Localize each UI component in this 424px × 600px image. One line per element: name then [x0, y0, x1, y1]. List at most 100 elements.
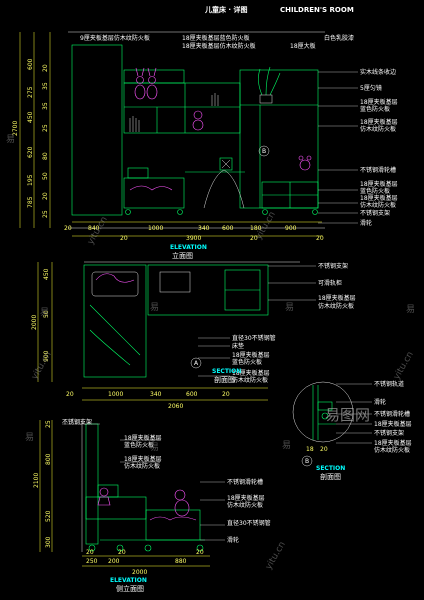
- elev1-bottom-dim: 840: [88, 225, 100, 232]
- watermark-char: 易: [40, 307, 49, 318]
- elev1-right-label: 仿木纹防火板: [360, 125, 396, 133]
- elev2-label: 仿木纹防火板: [227, 501, 263, 509]
- elev2-label: 18厘夹板基层: [124, 455, 162, 463]
- watermark-url: yitu.cn: [264, 540, 288, 571]
- elev2-caption: ELEVATION: [110, 577, 147, 584]
- watermark-char: 易: [406, 304, 415, 315]
- elev2-bottom-dim: 880: [175, 558, 187, 565]
- elev2-label: 滑轮: [227, 536, 239, 544]
- section-b-label: 18厘夹板基层: [374, 420, 412, 428]
- books-icon: [129, 93, 219, 132]
- section-b-detail: B 不锈钢轨道 滑轮 不锈钢滑轮槽 18厘夹板基层 不锈钢支架 18厘夹板基层 …: [292, 380, 412, 481]
- section-a-marker-label: A: [194, 360, 199, 367]
- elev1-left-dim: 20: [42, 192, 49, 200]
- elev1-right-label: 蓝色防火板: [360, 187, 390, 195]
- section-a-label: 不锈钢支架: [318, 262, 348, 270]
- elev1-left-dim: 25: [42, 124, 49, 132]
- elev1-left-dim: 20: [42, 64, 49, 72]
- elev1-right-label: 滑轮: [360, 219, 372, 227]
- watermark-url: yitu.cn: [30, 350, 54, 381]
- section-a-label: 蓝色防火板: [232, 358, 262, 366]
- elev1-right-label: 蓝色防火板: [360, 105, 390, 113]
- section-b-marker-label: B: [305, 458, 309, 465]
- section-a-label: 18厘夹板基层: [232, 369, 270, 377]
- elev2-left-dim: 800: [45, 453, 52, 465]
- section-b-dim: 20: [320, 446, 328, 453]
- elev1-right-label: 不锈钢滑轮槽: [360, 166, 396, 174]
- watermark-char: 易: [6, 134, 15, 145]
- section-a-caption-cn: 剖面图: [214, 375, 235, 384]
- section-b-caption: SECTION: [316, 465, 345, 472]
- section-b-label: 不锈钢轨道: [374, 380, 404, 388]
- elev2-label: 不锈钢滑轮槽: [227, 478, 263, 486]
- elev1-bottom-dim: 20: [64, 225, 72, 232]
- elev1-right-label: 18厘夹板基层: [360, 118, 398, 126]
- elev2-small-dim: 20: [86, 549, 94, 556]
- watermark-char: 易: [150, 442, 159, 453]
- elev2-bottom-dim: 200: [108, 558, 120, 565]
- elevation-front: B 9厘夹板基层仿木纹防火板 18厘夹板基层蓝色防火板 18厘夹板基层仿木纹防火…: [12, 31, 398, 260]
- elev2-left-dim: 300: [45, 536, 52, 548]
- sheet-title: 儿童床 · 详图: [204, 5, 248, 14]
- section-a-bottom-dim: 1000: [108, 391, 123, 398]
- elev1-bottom-dim: 20: [250, 235, 258, 242]
- elev2-small-dim: 20: [118, 549, 126, 556]
- section-a-left-dim: 450: [43, 268, 50, 280]
- section-a-bottom-dim: 600: [186, 391, 198, 398]
- watermark-char: 易: [25, 432, 34, 443]
- elev1-left-dim: 35: [42, 82, 49, 90]
- elev2-small-dim: 20: [196, 549, 204, 556]
- elev2-label: 蓝色防火板: [124, 441, 154, 449]
- elev1-right-label: 实木线条收边: [360, 68, 396, 76]
- elev1-right-label: 仿木纹防火板: [360, 201, 396, 209]
- elev2-label: 不锈钢支架: [62, 418, 92, 426]
- section-a-bottom-dim: 20: [66, 391, 74, 398]
- section-b-label: 18厘夹板基层: [374, 439, 412, 447]
- watermark-char: 易: [282, 440, 291, 451]
- elev1-caption: ELEVATION: [170, 244, 207, 251]
- section-b-dim: 18: [306, 446, 314, 453]
- sheet-title-en: CHILDREN'S ROOM: [280, 6, 354, 14]
- elev1-left-dim: 50: [42, 172, 49, 180]
- rabbit-toys-icon: [134, 67, 158, 100]
- elev2-label: 18厘夹板基层: [227, 494, 265, 502]
- elev1-top-label-5: 白色乳胶漆: [324, 34, 354, 42]
- elev1-left-dim: 195: [27, 174, 34, 186]
- elev2-label: 18厘夹板基层: [124, 434, 162, 442]
- elev1-bottom-dim: 180: [250, 225, 262, 232]
- elev1-left-dim: 785: [27, 196, 34, 208]
- section-b-label: 滑轮: [374, 398, 386, 406]
- section-a-label: 18厘夹板基层: [318, 294, 356, 302]
- elev2-caption-cn: 侧立面图: [116, 584, 144, 593]
- elev2-left-dim: 520: [45, 510, 52, 522]
- elev1-left-dim: 80: [42, 152, 49, 160]
- elev1-top-label-3: 18厘夹板基层仿木纹防火板: [182, 42, 256, 50]
- elev2-left-dim: 2100: [33, 473, 40, 488]
- watermark-url: yitu.cn: [392, 350, 416, 381]
- elev1-bottom-dim: 20: [316, 235, 324, 242]
- section-a-left-dim: 50: [43, 310, 50, 318]
- elev1-right-label: 18厘夹板基层: [360, 194, 398, 202]
- elev1-bottom-dim: 600: [222, 225, 234, 232]
- child-figure-icon: [97, 487, 111, 506]
- elev2-label: 仿木纹防火板: [124, 462, 160, 470]
- section-a-total-dim: 2060: [168, 403, 183, 410]
- elev1-bottom-dim: 340: [198, 225, 210, 232]
- elev1-caption-cn: 立面图: [172, 251, 193, 260]
- section-a-bottom-dim: 20: [222, 391, 230, 398]
- elevation-side: 不锈钢支架 18厘夹板基层 蓝色防火板 18厘夹板基层 仿木纹防火板 不锈钢滑轮…: [33, 418, 271, 593]
- elev1-bottom-dim: 20: [120, 235, 128, 242]
- elev1-right-label: 5厘匀镜: [360, 84, 382, 92]
- elev1-bottom-dim: 1000: [148, 225, 163, 232]
- elev1-right-label: 不锈钢支架: [360, 209, 390, 217]
- elev1-right-label: 18厘夹板基层: [360, 98, 398, 106]
- watermarks: 易 易 易 易 易 易 易 易 yitu.cn yitu.cn yitu.cn …: [6, 134, 416, 572]
- elev1-bottom-dims: 840 20 1000 340 600 180 900 20 20 20 390…: [64, 225, 324, 242]
- section-a-caption: SECTION: [212, 368, 241, 375]
- elev1-top-label-2: 18厘夹板基层蓝色防火板: [182, 34, 250, 42]
- elev2-total-dim: 2000: [132, 569, 147, 576]
- section-a-marker: [190, 357, 202, 369]
- section-a-bottom-dim: 340: [150, 391, 162, 398]
- section-a: A 不锈钢支架 可滑轨柜 18厘夹板基层 仿木纹防火板 直径30不锈钢管 床垫 …: [31, 261, 356, 410]
